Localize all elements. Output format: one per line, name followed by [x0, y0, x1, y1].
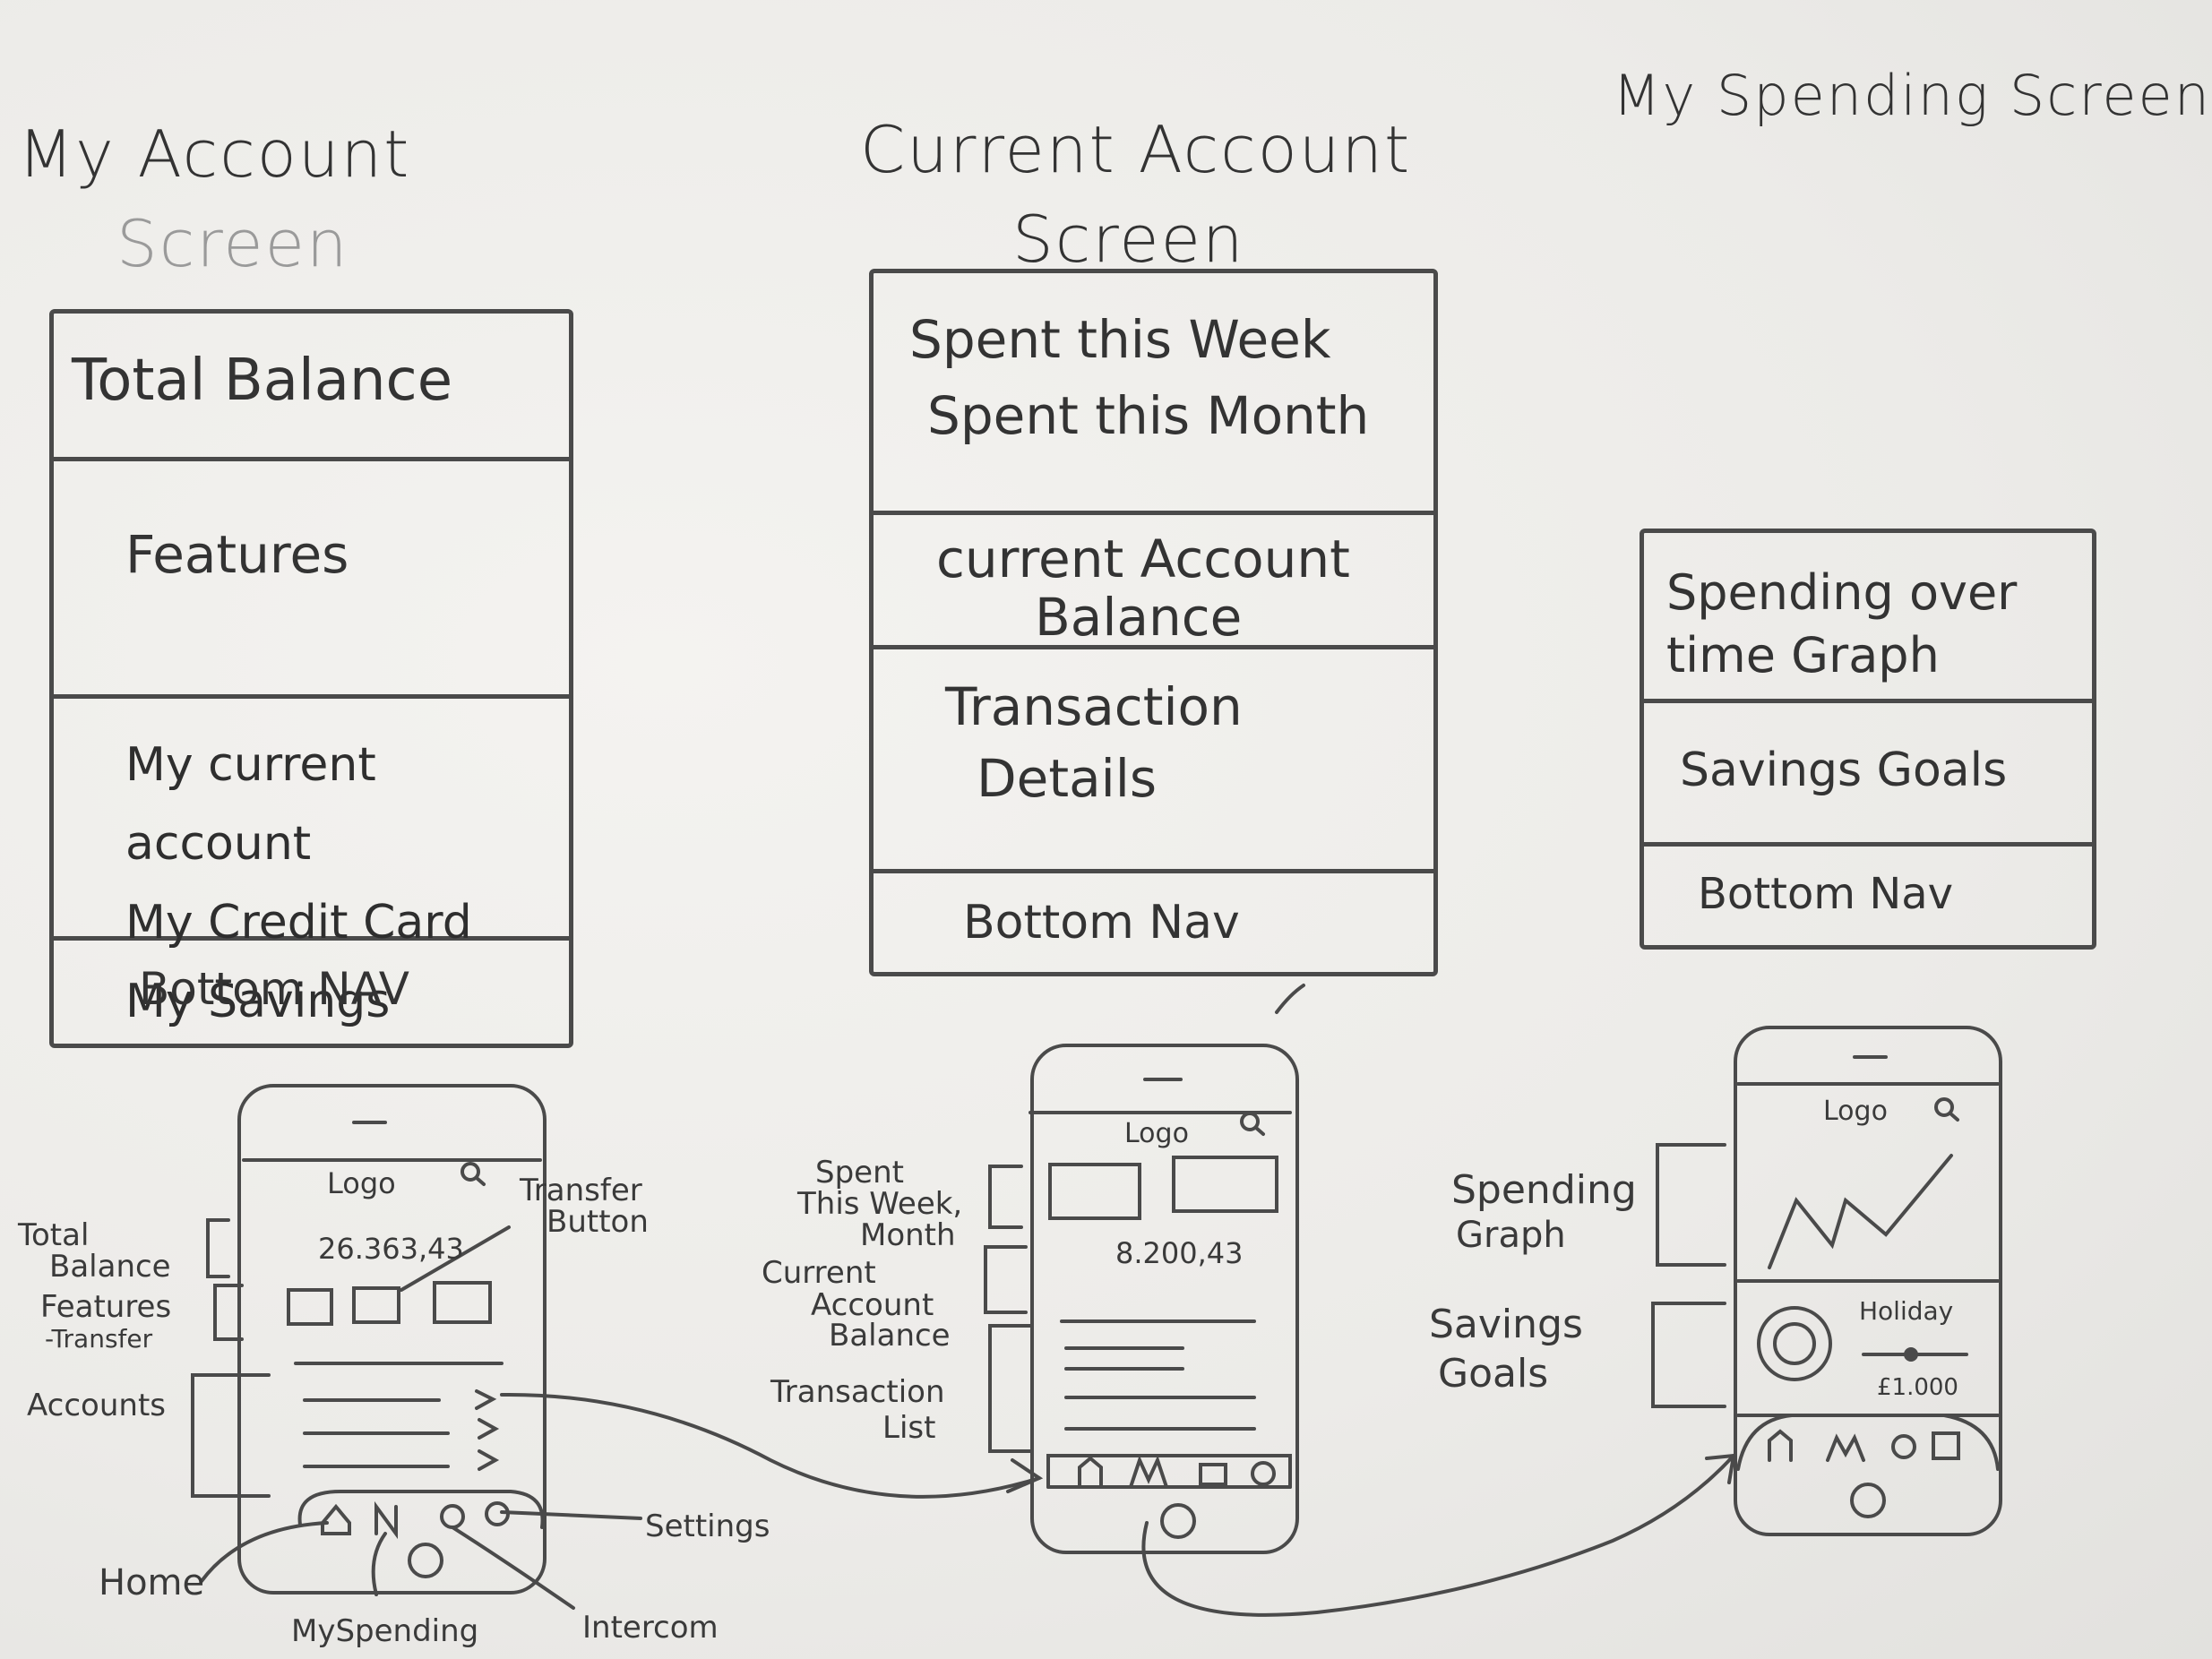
annotation-spent-2: This Week, [797, 1186, 963, 1222]
annotation-my-spending: MySpending [291, 1613, 479, 1649]
total-balance-section: Total Balance [54, 314, 569, 461]
spent-section: Spent this Week Spent this Month [874, 273, 1433, 515]
annotation-total-balance-2: Balance [49, 1249, 171, 1285]
my-spending-title: My Spending Screen [1613, 63, 2211, 128]
annotation-features-1: Features [40, 1289, 172, 1325]
transaction-section: Transaction Details [874, 649, 1433, 873]
features-label: Features [125, 524, 349, 585]
accounts-list: My current account My Credit Card My Sav… [125, 726, 569, 1041]
annotation-total-balance-1: Total [18, 1217, 90, 1253]
annotation-settings: Settings [645, 1509, 770, 1544]
annotation-intercom: Intercom [582, 1610, 719, 1646]
logo-placeholder: Logo [327, 1166, 396, 1200]
bottom-nav-section: Bottom Nav [874, 873, 1433, 972]
bottom-nav-label: Bottom Nav [963, 896, 1240, 950]
bottom-nav-label: Bottom NAV [139, 963, 409, 1015]
annotation-transaction-2: List [882, 1410, 936, 1446]
spent-week-label: Spent this Week [909, 309, 1331, 370]
bottom-nav-section: Bottom Nav [1644, 847, 2092, 945]
account-item-credit: My Credit Card [125, 896, 472, 950]
savings-goals-label: Savings Goals [1680, 744, 2008, 797]
total-balance-label: Total Balance [72, 348, 453, 414]
current-account-title: Current Account [860, 112, 1412, 187]
graph-label-2: time Graph [1666, 627, 1940, 683]
annotation-balance-3: Balance [829, 1318, 951, 1354]
logo-placeholder: Logo [1124, 1118, 1189, 1149]
balance-label-2: Balance [1035, 587, 1243, 648]
annotation-accounts: Accounts [27, 1388, 166, 1423]
current-account-wireframe: Spent this Week Spent this Month current… [869, 269, 1438, 976]
annotation-home: Home [99, 1562, 205, 1603]
annotation-transfer-button-2: Button [547, 1204, 649, 1240]
annotation-graph-2: Graph [1456, 1215, 1566, 1256]
annotation-features-2: -Transfer [45, 1324, 153, 1354]
my-account-wireframe: Total Balance Features My current accoun… [49, 309, 573, 1048]
account-item-current: My current account [125, 738, 376, 871]
logo-placeholder: Logo [1823, 1096, 1888, 1127]
annotation-transaction-1: Transaction [770, 1374, 945, 1410]
annotation-savings-2: Goals [1438, 1351, 1549, 1397]
balance-label-1: current Account [936, 529, 1350, 589]
transaction-label-1: Transaction [945, 676, 1243, 737]
account-item-savings: My Savings [125, 975, 391, 1028]
spent-month-label: Spent this Month [927, 385, 1370, 446]
annotation-spent-1: Spent [815, 1155, 904, 1191]
savings-goal-name: Holiday [1859, 1296, 1954, 1326]
graph-section: Spending over time Graph [1644, 533, 2092, 703]
phone-mock-my-spending [1734, 1026, 2002, 1536]
annotation-balance-1: Current [762, 1255, 876, 1291]
balance-value: 8.200,43 [1115, 1236, 1244, 1270]
phone-mock-my-account [237, 1084, 547, 1595]
annotation-spent-3: Month [860, 1217, 956, 1253]
current-account-title-screen: Screen [1012, 202, 1245, 277]
bottom-nav-section: Bottom NAV [54, 941, 569, 1044]
graph-label-1: Spending over [1666, 564, 2018, 621]
my-account-title-screen: Screen [116, 206, 349, 281]
my-account-title: My Account [18, 116, 411, 192]
annotation-graph-1: Spending [1451, 1167, 1637, 1213]
annotation-transfer-button-1: Transfer [520, 1173, 642, 1208]
transaction-label-2: Details [977, 748, 1158, 809]
accounts-section: My current account My Credit Card My Sav… [54, 699, 569, 1028]
features-section: Features [54, 461, 569, 699]
annotation-balance-2: Account [811, 1287, 934, 1323]
balance-value: 26.363,43 [318, 1232, 464, 1266]
savings-goal-amount: £1.000 [1877, 1374, 1958, 1401]
savings-section: Savings Goals [1644, 703, 2092, 847]
my-spending-wireframe: Spending over time Graph Savings Goals B… [1640, 529, 2096, 950]
flow-arrow [500, 1392, 1041, 1499]
balance-section: current Account Balance [874, 515, 1433, 649]
bottom-nav-label: Bottom Nav [1698, 869, 1954, 919]
annotation-savings-1: Savings [1429, 1302, 1583, 1347]
